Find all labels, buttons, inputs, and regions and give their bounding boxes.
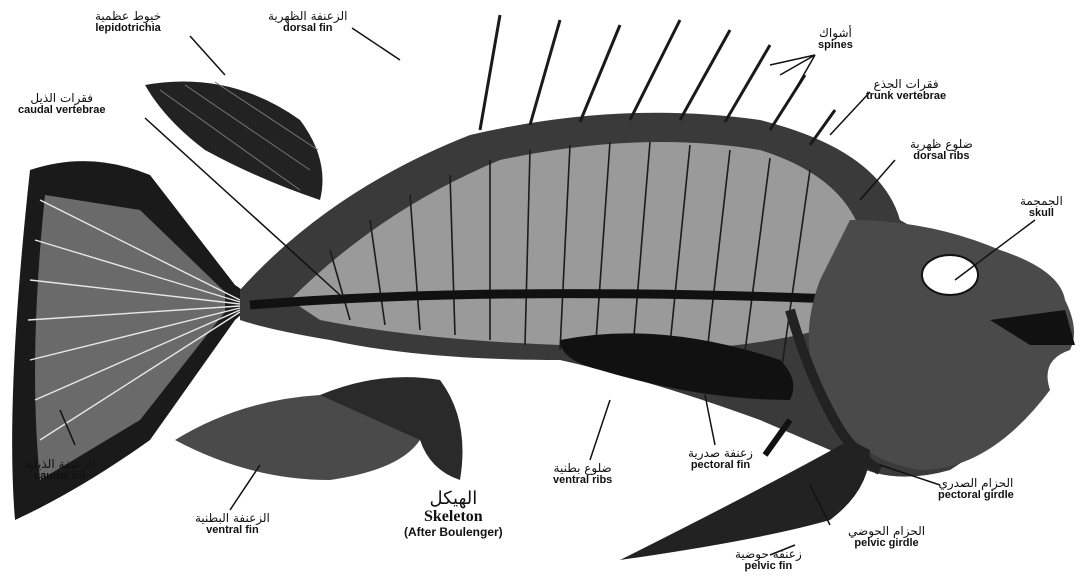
label-dorsal-fin: الزعنفة الظهرية dorsal fin [268, 10, 347, 34]
label-lepidotrichia: خيوط عظمية lepidotrichia [95, 10, 161, 34]
label-en: skull [1020, 208, 1063, 220]
label-ar: الحزام الحوضي [848, 525, 925, 538]
label-en: ventral ribs [553, 475, 612, 487]
label-ar: خيوط عظمية [95, 10, 161, 23]
skull-shape [809, 220, 1075, 470]
label-ar: الجمجمة [1020, 195, 1063, 208]
label-ar: زعنفة صدرية [688, 447, 753, 460]
ventral-fin-shape [175, 377, 463, 480]
label-pelvic-girdle: الحزام الحوضي pelvic girdle [848, 525, 925, 549]
label-en: spines [818, 40, 853, 52]
label-en: dorsal ribs [910, 151, 973, 163]
label-ar: ضلوع ظهرية [910, 138, 973, 151]
label-en: lepidotrichia [95, 23, 161, 35]
caption-title: Skeleton [404, 509, 503, 526]
label-pectoral-girdle: الحزام الصدري pectoral girdle [938, 477, 1014, 501]
label-en: trunk vertebrae [866, 91, 946, 103]
label-spines: أشواك spines [818, 27, 853, 51]
label-pectoral-fin: زعنفة صدرية pectoral fin [688, 447, 753, 471]
label-pelvic-fin: زعنفة حوضية pelvic fin [735, 548, 802, 572]
caption-source: (After Boulenger) [404, 526, 503, 539]
label-ventral-fin: الزعنفة البطنية ventral fin [195, 512, 270, 536]
label-ar: أشواك [818, 27, 853, 40]
label-caudal-vertebrae: فقرات الذيل caudal vertebrae [18, 92, 105, 116]
label-ar: ضلوع بطنية [553, 462, 612, 475]
label-en: caudal fin [24, 471, 95, 483]
label-ar: الزعنفة الذيلية [24, 458, 95, 471]
caption-arabic: الهيكل [404, 490, 503, 509]
label-ar: زعنفة حوضية [735, 548, 802, 561]
figure-caption: الهيكل Skeleton (After Boulenger) [404, 490, 503, 538]
label-ventral-ribs: ضلوع بطنية ventral ribs [553, 462, 612, 486]
label-dorsal-ribs: ضلوع ظهرية dorsal ribs [910, 138, 973, 162]
label-caudal-fin: الزعنفة الذيلية caudal fin [24, 458, 95, 482]
label-ar: الحزام الصدري [938, 477, 1014, 490]
label-ar: فقرات الجذع [866, 78, 946, 91]
label-en: ventral fin [195, 525, 270, 537]
label-skull: الجمجمة skull [1020, 195, 1063, 219]
label-en: pelvic fin [735, 561, 802, 573]
label-ar: الزعنفة البطنية [195, 512, 270, 525]
dorsal-fin-shape [145, 82, 323, 200]
label-trunk-vertebrae: فقرات الجذع trunk vertebrae [866, 78, 946, 102]
label-en: pectoral fin [688, 460, 753, 472]
label-en: caudal vertebrae [18, 105, 105, 117]
label-ar: الزعنفة الظهرية [268, 10, 347, 23]
label-en: pelvic girdle [848, 538, 925, 550]
label-en: pectoral girdle [938, 490, 1014, 502]
label-en: dorsal fin [268, 23, 347, 35]
label-ar: فقرات الذيل [18, 92, 105, 105]
